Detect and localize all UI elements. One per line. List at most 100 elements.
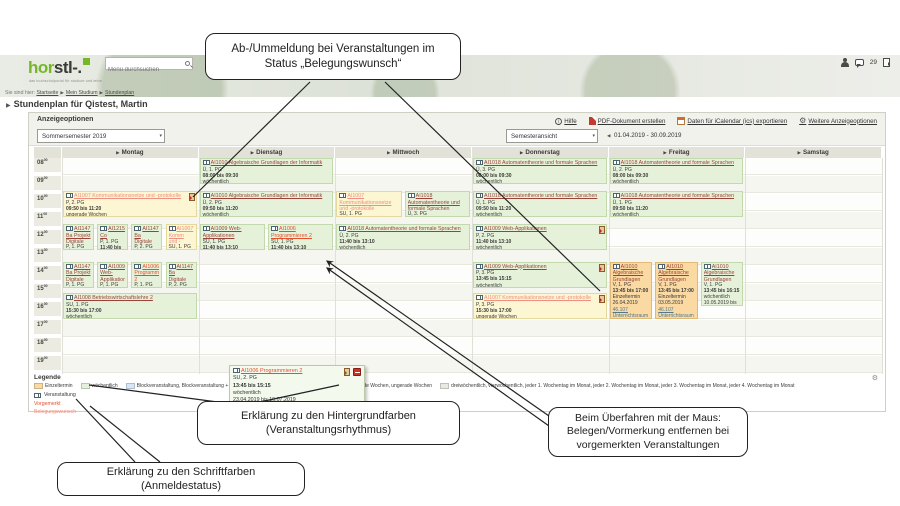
event-title-link[interactable]: AI1010 Algebraische Grundlagen der Infor… — [658, 263, 689, 282]
event-title-link[interactable]: AI1147 Ba Projekt Digitale Medien — [66, 226, 91, 244]
event-title-link[interactable]: AI1147 Ba Digitale Medien — [168, 263, 193, 282]
event-detail[interactable]: 46.107 Unterrichtsraum 46 — [658, 306, 694, 319]
calendar-event[interactable]: AI1010 Algebraische Grundlagen der Infor… — [609, 261, 653, 319]
calendar-event[interactable]: AI1147 Ba Projekt Digitale MedienP, 1. P… — [63, 224, 95, 250]
search-input[interactable] — [106, 64, 176, 76]
event-title-link[interactable]: AI1009 Web-Applikationen — [100, 263, 125, 282]
event-title-link[interactable]: AI1147 Ba Projekt Digitale Medien — [66, 263, 91, 282]
event-title-link[interactable]: AI1018 Automatentheorie und formale Spra… — [339, 226, 467, 233]
event-detail: P, 2. PG — [134, 244, 153, 250]
remove-prebooking-icon[interactable] — [353, 368, 361, 376]
event-title-link[interactable]: AI1009 Web-Applikationen — [476, 263, 604, 271]
book-icon — [100, 226, 108, 231]
event-title-link[interactable]: AI1010 Algebraische Grundlagen der Infor… — [703, 263, 735, 282]
event-title-link[interactable]: AI1006 Programmieren 2 — [134, 263, 160, 282]
breadcrumb-link[interactable]: Startseite — [36, 90, 59, 96]
breadcrumb-link[interactable]: Mein Studium — [65, 90, 98, 96]
tooltip-event-link[interactable]: AI1006 Programmieren 2 — [241, 368, 303, 374]
toolbar-link-pdf[interactable]: PDF-Dokument erstellen — [588, 117, 665, 125]
time-label: 1800 — [34, 338, 61, 354]
calendar-event[interactable]: AI1010 Algebraische Grundlagen der Infor… — [199, 191, 334, 217]
event-title-link[interactable]: AI1007 Komm und -protokolle — [168, 226, 194, 244]
callout-text-line: Belegen/Vormerkung entfernen bei — [566, 425, 730, 438]
calendar-event[interactable]: AI1018 Automatentheorie und formale Spra… — [609, 158, 744, 184]
event-title-link[interactable]: AI1018 Automatentheorie und formale Spra… — [407, 193, 460, 211]
calendar-event[interactable]: AI1018 Automatentheorie und formale Spra… — [336, 224, 470, 250]
event-title-link[interactable]: AI1007 Kommunikationsnetze und -protokol… — [66, 193, 194, 200]
day-header-mittwoch[interactable]: ▶Mittwoch — [335, 147, 472, 158]
day-header-donnerstag[interactable]: ▶Donnerstag — [472, 147, 609, 158]
event-title-link[interactable]: AI1010 Algebraische Grundlagen der Infor… — [202, 160, 331, 167]
calendar-event[interactable]: AI1007 Kommunikationsnetze und -protokol… — [63, 191, 197, 217]
page-title: ▶Stundenplan für Qistest, Martin — [6, 99, 148, 109]
book-icon — [34, 392, 41, 398]
semester-select[interactable]: Sommersemester 2019▾ — [37, 129, 165, 143]
event-title-link[interactable]: AI1010 Algebraische Grundlagen der Infor… — [202, 193, 331, 200]
signoff-door-icon[interactable] — [598, 226, 605, 234]
signoff-door-icon[interactable] — [598, 263, 605, 272]
calendar-event[interactable]: AI1018 Automatentheorie und formale Spra… — [404, 191, 470, 217]
event-title-link[interactable]: AI1010 Algebraische Grundlagen der Infor… — [612, 263, 644, 282]
calendar-event[interactable]: AI1018 Automatentheorie und formale Spra… — [473, 191, 607, 217]
event-title-link[interactable]: AI1147 Ba Digitale Medien — [134, 226, 159, 244]
event-detail: P, 2. PG — [66, 199, 85, 206]
event-title-link[interactable]: AI1018 Automatentheorie und formale Spra… — [476, 160, 604, 167]
day-header-samstag[interactable]: ▶Samstag — [745, 147, 882, 158]
day-header-dienstag[interactable]: ▶Dienstag — [198, 147, 336, 158]
column-divider — [608, 158, 610, 374]
expand-day-icon: ▶ — [250, 150, 255, 155]
calendar-event[interactable]: AI1006 Programmieren 2P, 1. PG — [131, 261, 163, 288]
legend-color-swatch — [125, 383, 135, 389]
event-title-link[interactable]: AI1006 Programmieren 2 — [271, 226, 312, 239]
event-title-link[interactable]: AI1018 Automatentheorie und formale Spra… — [612, 193, 741, 200]
view-select[interactable]: Semesteransicht▾ — [506, 129, 598, 143]
gear-icon[interactable]: ⚙ — [871, 375, 878, 382]
logout-icon[interactable] — [883, 58, 890, 67]
day-header-montag[interactable]: ▶Montag — [62, 147, 199, 158]
event-title-link[interactable]: AI1008 Betriebswirtschaftslehre 2 — [66, 295, 194, 302]
menu-search[interactable] — [105, 57, 193, 76]
user-icon[interactable] — [840, 58, 849, 67]
calendar-event[interactable]: AI1010 Algebraische Grundlagen der Infor… — [700, 261, 744, 306]
event-title-link[interactable]: AI1215 Co — [100, 226, 125, 239]
enroll-door-icon[interactable] — [344, 368, 350, 376]
signoff-door-icon[interactable] — [188, 193, 195, 201]
day-header-freitag[interactable]: ▶Freitag — [608, 147, 746, 158]
prev-period-arrow[interactable]: ◀ — [607, 133, 611, 138]
messages-icon[interactable] — [854, 59, 864, 68]
event-title-link[interactable]: AI1018 Automatentheorie und formale Spra… — [476, 193, 604, 200]
calendar-event[interactable]: AI1018 Automatentheorie und formale Spra… — [473, 158, 607, 184]
breadcrumb-link[interactable]: Stundenplan — [105, 90, 135, 96]
event-detail: SU, 1. PG — [66, 301, 89, 308]
event-title-link[interactable]: AI1018 Automatentheorie und formale Spra… — [612, 160, 741, 167]
toolbar-link-gear[interactable]: ⚙Weitere Anzeigeoptionen — [799, 117, 877, 125]
calendar-event[interactable]: AI1018 Automatentheorie und formale Spra… — [609, 191, 744, 217]
horstl-logo[interactable]: horstl-. — [28, 58, 90, 78]
event-detail: Ü, 3. PG — [407, 211, 427, 217]
calendar-event[interactable]: AI1007 Kommunikationsnetze und -protokol… — [336, 191, 402, 217]
calendar-event[interactable]: AI1010 Algebraische Grundlagen der Infor… — [199, 158, 334, 184]
event-detail[interactable]: 46.107 Unterrichtsraum 46 — [612, 306, 649, 319]
calendar-event[interactable]: AI1007 Kommunikationsnetze und -protokol… — [473, 293, 607, 319]
signoff-door-icon[interactable] — [598, 295, 605, 303]
column-divider — [745, 158, 747, 374]
event-title-link[interactable]: AI1007 Kommunikationsnetze und -protokol… — [476, 295, 604, 302]
calendar-event[interactable]: AI1147 Ba Projekt Digitale MedienP, 1. P… — [63, 261, 95, 288]
event-title-link[interactable]: AI1009 Web-Applikationen — [476, 226, 604, 233]
event-title-link[interactable]: AI1007 Kommunikationsnetze und -protokol… — [339, 193, 392, 211]
calendar-event[interactable]: AI1010 Algebraische Grundlagen der Infor… — [655, 261, 698, 319]
toolbar-link-ics[interactable]: Daten für iCalendar (ics) exportieren — [677, 117, 787, 125]
event-title-link[interactable]: AI1009 Web-Applikationen — [202, 226, 242, 239]
